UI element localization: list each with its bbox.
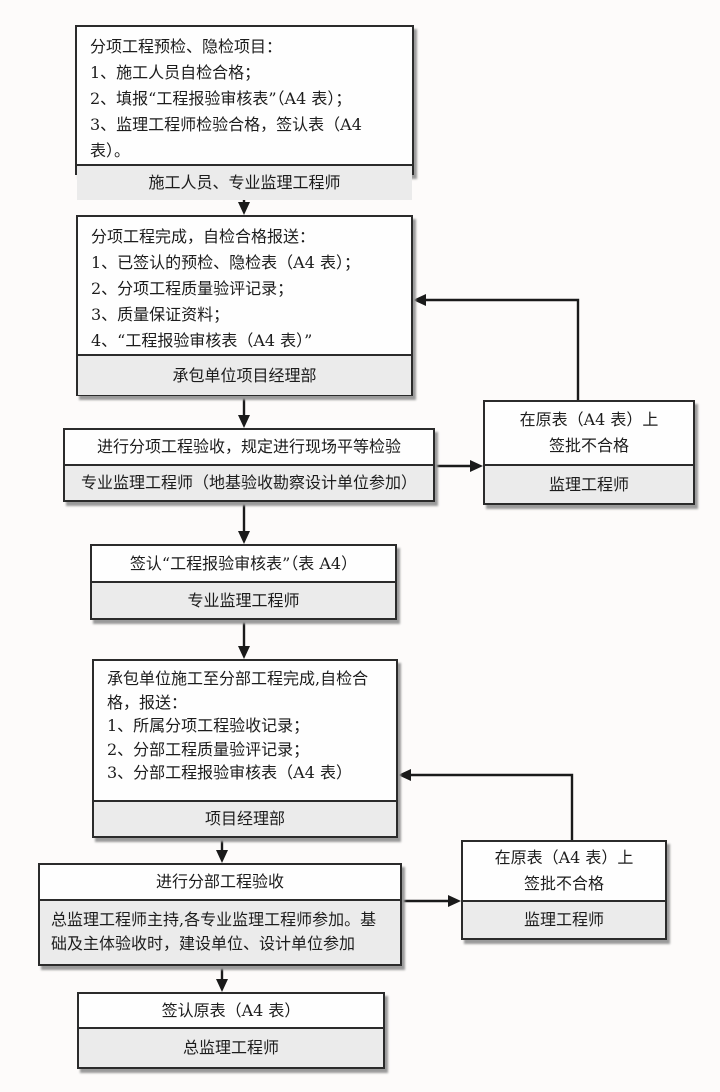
arrowhead-right-1 (470, 460, 483, 472)
node-footer: 总监理工程师 (79, 1027, 383, 1067)
node-text-line: 承包单位施工至分部工程完成,自检合格，报送： (107, 669, 369, 712)
arrowhead-down-5 (216, 850, 228, 863)
node-text-line: 在原表（A4 表）上 (494, 848, 634, 867)
node-footer: 项目经理部 (94, 800, 396, 836)
flow-node-subitem-pre-inspection: 分项工程预检、隐检项目： 1、施工人员自检合格； 2、填报“工程报验审核表”（A… (75, 25, 414, 200)
node-text-line: 签认原表（A4 表） (161, 1000, 301, 1020)
node-text-line: 分项工程预检、隐检项目： (90, 37, 283, 56)
node-text-line: 分项工程完成，自检合格报送： (91, 227, 316, 246)
node-body: 签认“工程报验审核表”（表 A4） (92, 546, 395, 581)
arrowhead-down-1 (238, 202, 250, 215)
node-body: 分项工程预检、隐检项目： 1、施工人员自检合格； 2、填报“工程报验审核表”（A… (77, 27, 412, 164)
node-body: 分项工程完成，自检合格报送： 1、已签认的预检、隐检表（A4 表）； 2、分项工… (78, 217, 411, 354)
flow-node-reject-subitem: 在原表（A4 表）上 签批不合格 监理工程师 (483, 400, 695, 505)
node-body: 进行分项工程验收，规定进行现场平等检验 (65, 430, 433, 464)
node-text-line: 2、分部工程质量验评记录； (107, 739, 310, 759)
node-text-line: 签批不合格 (523, 874, 604, 893)
node-text-line: 1、施工人员自检合格； (90, 63, 261, 82)
node-text-line: 在原表（A4 表）上 (519, 410, 659, 429)
node-footer: 监理工程师 (485, 464, 693, 503)
node-body: 进行分部工程验收 (40, 865, 400, 899)
node-footer: 承包单位项目经理部 (78, 354, 411, 395)
flow-node-sign-original-form: 签认原表（A4 表） 总监理工程师 (77, 992, 385, 1069)
node-footer: 监理工程师 (463, 900, 665, 938)
node-footer: 施工人员、专业监理工程师 (77, 164, 412, 200)
node-footer: 专业监理工程师（地基验收勘察设计单位参加） (65, 464, 433, 500)
node-body: 在原表（A4 表）上 签批不合格 (463, 842, 665, 900)
node-body: 在原表（A4 表）上 签批不合格 (485, 402, 693, 464)
node-text-line: 2、分项工程质量验评记录； (91, 279, 294, 298)
node-footer: 总监理工程师主持,各专业监理工程师参加。基础及主体验收时，建设单位、设计单位参加 (40, 899, 400, 964)
flow-node-division-acceptance: 进行分部工程验收 总监理工程师主持,各专业监理工程师参加。基础及主体验收时，建设… (38, 863, 402, 966)
arrowhead-left-1 (413, 294, 426, 306)
flow-node-subitem-acceptance: 进行分项工程验收，规定进行现场平等检验 专业监理工程师（地基验收勘察设计单位参加… (63, 428, 435, 502)
connector-reject1-to-completed (424, 298, 580, 400)
node-text-line: 3、分部工程报验审核表（A4 表） (107, 763, 353, 782)
flow-node-division-completed: 承包单位施工至分部工程完成,自检合格，报送： 1、所属分项工程验收记录； 2、分… (92, 659, 398, 838)
node-text-line: 签认“工程报验审核表”（表 A4） (129, 553, 358, 573)
node-text-line: 1、已签认的预检、隐检表（A4 表）； (91, 253, 361, 272)
arrowhead-down-4 (238, 646, 250, 659)
flow-node-sign-review-form: 签认“工程报验审核表”（表 A4） 专业监理工程师 (90, 544, 397, 620)
node-text-line: 签批不合格 (548, 436, 629, 455)
arrowhead-left-2 (398, 769, 411, 781)
node-text-line: 进行分项工程验收，规定进行现场平等检验 (96, 437, 401, 456)
node-text-line: 3、监理工程师检验合格，签认表（A4 表）。 (90, 115, 362, 160)
flow-node-subitem-completed: 分项工程完成，自检合格报送： 1、已签认的预检、隐检表（A4 表）； 2、分项工… (76, 215, 413, 396)
arrowhead-down-6 (216, 979, 228, 992)
arrowhead-down-2 (238, 415, 250, 428)
node-text-line: 进行分部工程验收 (155, 872, 284, 891)
arrowhead-down-3 (238, 531, 250, 544)
node-text-line: 1、所属分项工程验收记录； (107, 716, 310, 735)
node-text-line: 3、质量保证资料； (91, 305, 230, 324)
connector-reject2-to-division (409, 773, 574, 840)
node-body: 签认原表（A4 表） (79, 994, 383, 1027)
arrowhead-right-2 (448, 895, 461, 907)
flow-node-reject-division: 在原表（A4 表）上 签批不合格 监理工程师 (461, 840, 667, 940)
node-body: 承包单位施工至分部工程完成,自检合格，报送： 1、所属分项工程验收记录； 2、分… (94, 661, 396, 800)
node-footer: 专业监理工程师 (92, 581, 395, 618)
node-text-line: 2、填报“工程报验审核表”（A4 表）； (90, 89, 352, 108)
node-text-line: 4、“工程报验审核表（A4 表）” (91, 331, 313, 350)
